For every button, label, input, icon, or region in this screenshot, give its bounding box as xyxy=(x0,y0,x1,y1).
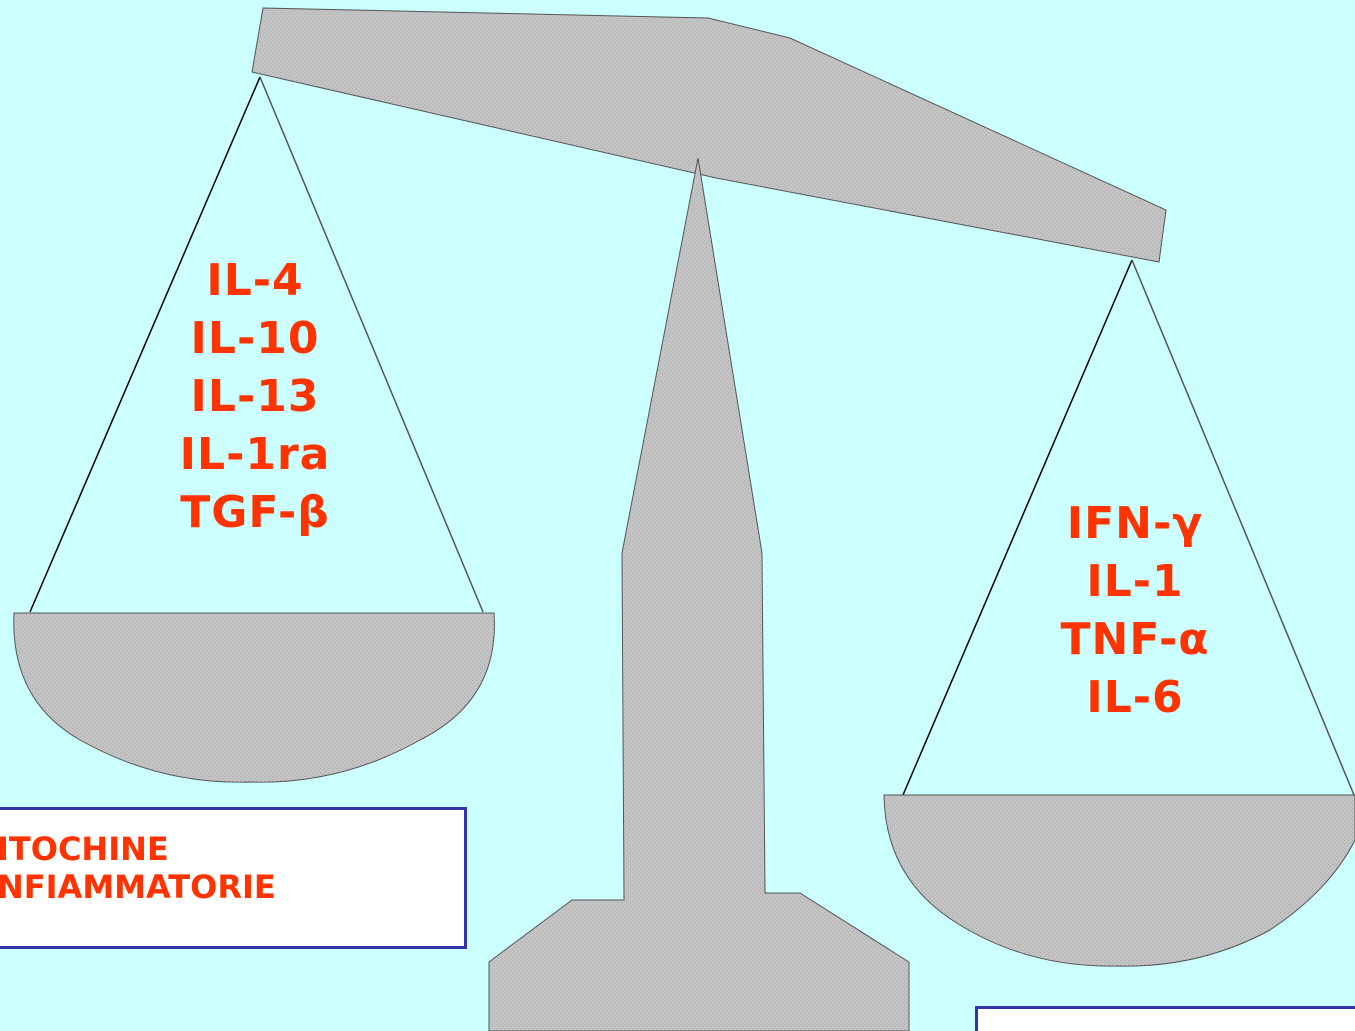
left-label-box: ITOCHINE NFIAMMATORIE xyxy=(0,807,467,949)
right-cytokine-4: IL-6 xyxy=(1086,672,1184,723)
right-pan-string-left xyxy=(902,259,1133,796)
right-cytokine-1: IFN-γ xyxy=(1066,498,1204,549)
right-cytokine-2: IL-1 xyxy=(1086,556,1184,607)
left-pan-string-left xyxy=(29,76,261,613)
left-pan-string-right xyxy=(259,76,484,613)
left-cytokine-3: IL-13 xyxy=(190,371,320,422)
left-cytokine-5: TGF-β xyxy=(180,487,330,538)
scale-beam xyxy=(251,7,1167,263)
left-cytokine-2: IL-10 xyxy=(190,313,320,364)
right-cytokine-3: TNF-α xyxy=(1060,614,1210,665)
left-label-line1: ITOCHINE xyxy=(0,830,169,868)
left-pan-bowl xyxy=(13,612,495,783)
right-pan-string-right xyxy=(1131,259,1355,796)
right-pan-bowl xyxy=(883,794,1355,967)
left-label-line2: NFIAMMATORIE xyxy=(0,868,276,906)
left-cytokine-4: IL-1ra xyxy=(179,429,331,480)
left-cytokine-list: IL-4 IL-10 IL-13 IL-1ra TGF-β xyxy=(130,252,380,542)
scale-pillar xyxy=(488,157,910,1031)
left-cytokine-1: IL-4 xyxy=(206,255,304,306)
right-cytokine-list: IFN-γ IL-1 TNF-α IL-6 xyxy=(1010,495,1260,727)
right-label-box xyxy=(975,1006,1355,1031)
